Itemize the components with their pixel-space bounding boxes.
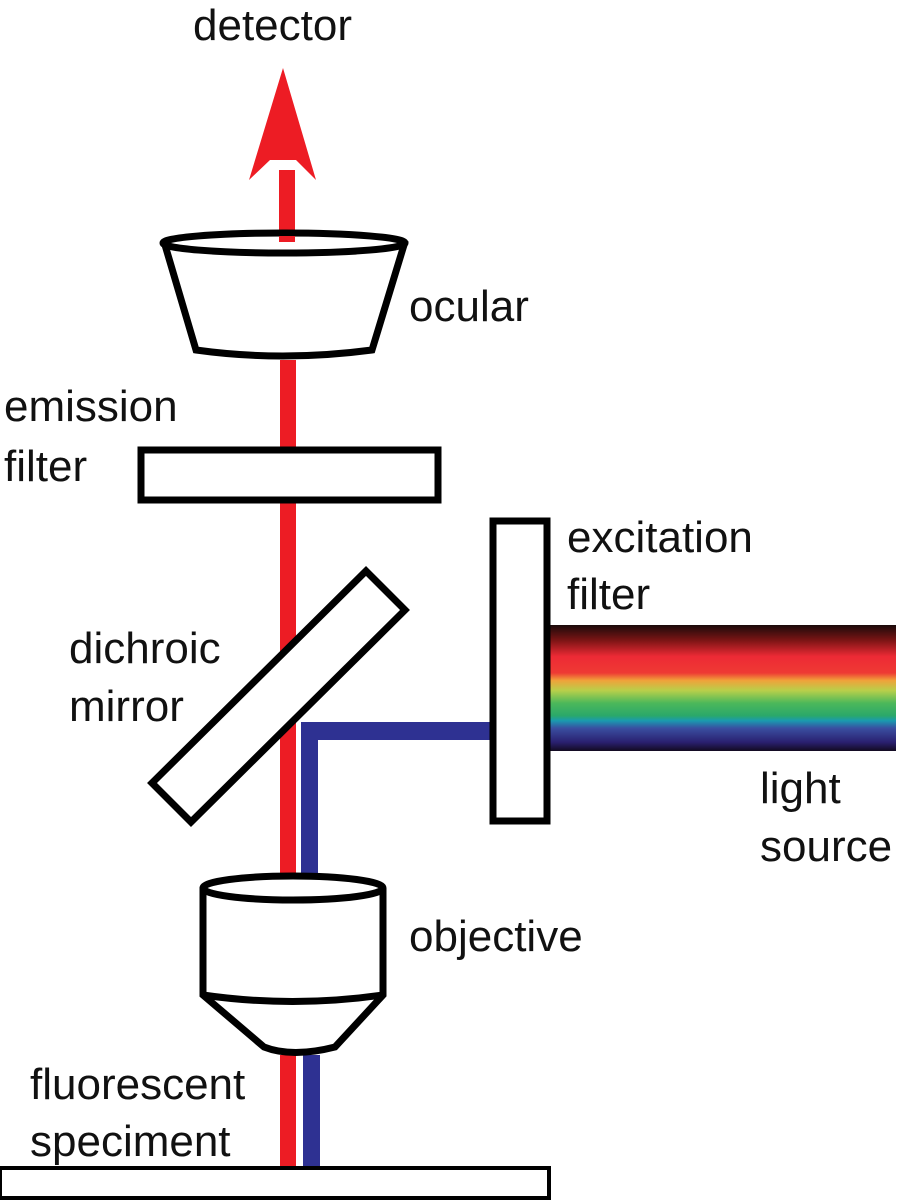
detector-label: detector [193, 1, 352, 50]
dichroic-mirror-label-line1: dichroic [69, 624, 221, 673]
excitation-beam-horizontal [301, 722, 493, 740]
objective [199, 872, 387, 1056]
emission-filter [137, 446, 442, 504]
emission-beam-lower [280, 1055, 296, 1167]
ocular [159, 229, 409, 360]
excitation-beam-vertical-lower [303, 1055, 320, 1167]
emission-light-path [249, 68, 316, 1167]
excitation-filter-label-line2: filter [567, 570, 650, 619]
ocular-label: ocular [409, 282, 529, 331]
excitation-beam-vertical-upper [301, 722, 318, 885]
excitation-filter [489, 517, 551, 825]
light-source-label-line2: source [760, 822, 892, 871]
specimen-label-line2: speciment [30, 1117, 231, 1166]
emission-beam-main [280, 360, 296, 885]
specimen-slide [0, 1166, 551, 1200]
detector-arrow-icon [249, 68, 316, 180]
excitation-light-path [301, 722, 493, 1167]
light-source-label-line1: light [760, 764, 841, 813]
emission-filter-label-line2: filter [4, 442, 87, 491]
dichroic-mirror [147, 566, 410, 827]
light-source-beam [548, 625, 896, 751]
excitation-filter-label-line1: excitation [567, 513, 753, 562]
objective-label: objective [409, 912, 583, 961]
emission-filter-label-line1: emission [4, 382, 178, 431]
emission-beam-upper [279, 170, 295, 242]
dichroic-mirror-label-line2: mirror [69, 682, 184, 731]
emission-beam-through-ocular [279, 236, 295, 242]
specimen-label-line1: fluorescent [30, 1060, 245, 1109]
